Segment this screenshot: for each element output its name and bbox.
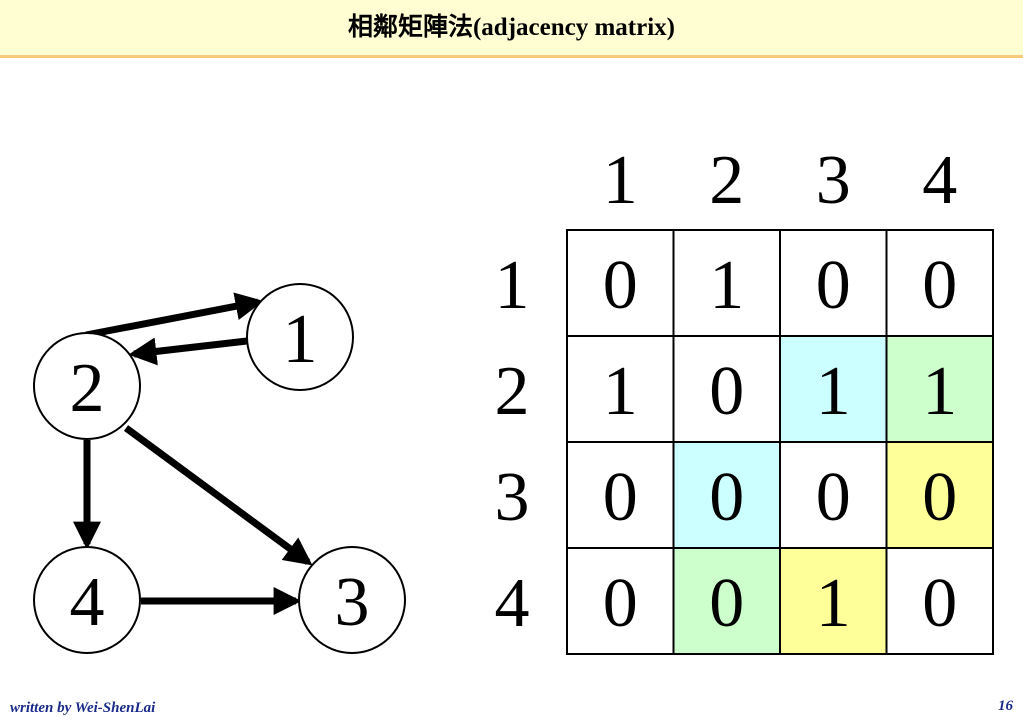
matrix-cell-r4-c4: 0 — [885, 547, 994, 655]
cell-value: 1 — [922, 353, 957, 430]
cell-background — [885, 229, 994, 337]
edge-2-to-1 — [85, 292, 264, 339]
graph-node-3: 3 — [298, 546, 406, 654]
cell-value: 0 — [816, 247, 851, 324]
column-label-4: 4 — [922, 142, 957, 219]
graph-edges — [73, 292, 313, 615]
column-label-3: 3 — [816, 142, 851, 219]
cell-value: 0 — [709, 565, 744, 642]
column-label-2: 2 — [709, 142, 744, 219]
cell-value: 0 — [922, 247, 957, 324]
cell-value: 0 — [922, 459, 957, 536]
graph-node-1: 1 — [246, 283, 354, 391]
cell-background — [885, 335, 994, 443]
edge-2-to-3 — [123, 425, 313, 566]
node-circle — [33, 332, 141, 440]
cell-background — [672, 229, 781, 337]
cell-background — [672, 547, 781, 655]
matrix-cell-r3-c3: 0 — [779, 441, 888, 549]
matrix-cell-r4-c3: 1 — [779, 547, 888, 655]
cell-value: 0 — [709, 459, 744, 536]
cell-background — [779, 441, 888, 549]
cell-value: 0 — [922, 565, 957, 642]
column-label-1: 1 — [603, 142, 638, 219]
matrix-cell-r3-c1: 0 — [566, 441, 675, 549]
cell-background — [672, 335, 781, 443]
cell-value: 1 — [816, 565, 851, 642]
matrix-row-labels: 1 2 3 4 — [495, 247, 530, 642]
page-number: 16 — [998, 698, 1013, 714]
cell-background — [885, 547, 994, 655]
node-label: 4 — [70, 564, 105, 641]
matrix-cell-r4-c1: 0 — [566, 547, 675, 655]
cell-background — [566, 547, 675, 655]
footer-author: written by Wei-ShenLai — [10, 700, 156, 716]
cell-background — [779, 547, 888, 655]
cell-value: 0 — [816, 459, 851, 536]
matrix-cell-r2-c3: 1 — [779, 335, 888, 443]
matrix-cell-r3-c4: 0 — [885, 441, 994, 549]
slide-title: 相鄰矩陣法(adjacency matrix) — [347, 14, 675, 41]
edge-1-to-2 — [128, 337, 248, 366]
row-label-2: 2 — [495, 353, 530, 430]
row-label-4: 4 — [495, 565, 530, 642]
cell-background — [672, 441, 781, 549]
node-label: 2 — [70, 350, 105, 427]
cell-value: 1 — [603, 353, 638, 430]
matrix-cell-r3-c2: 0 — [672, 441, 781, 549]
matrix-cell-r1-c1: 0 — [566, 229, 675, 337]
cell-background — [566, 441, 675, 549]
matrix-cell-r1-c4: 0 — [885, 229, 994, 337]
title-bar: 相鄰矩陣法(adjacency matrix) — [0, 0, 1023, 58]
cell-value: 0 — [603, 247, 638, 324]
cell-value: 0 — [709, 353, 744, 430]
cell-value: 0 — [603, 459, 638, 536]
node-circle — [33, 546, 141, 654]
node-circle — [298, 546, 406, 654]
matrix-cell-r2-c4: 1 — [885, 335, 994, 443]
cell-value: 1 — [816, 353, 851, 430]
cell-value: 0 — [603, 565, 638, 642]
row-label-3: 3 — [495, 459, 530, 536]
matrix-cell-r1-c3: 0 — [779, 229, 888, 337]
matrix-cell-r2-c2: 0 — [672, 335, 781, 443]
node-label: 1 — [283, 301, 318, 378]
graph-nodes: 1 2 3 4 — [33, 283, 406, 654]
row-label-1: 1 — [495, 247, 530, 324]
cell-value: 1 — [709, 247, 744, 324]
node-circle — [246, 283, 354, 391]
matrix-cell-r4-c2: 0 — [672, 547, 781, 655]
node-label: 3 — [335, 564, 370, 641]
graph-node-2: 2 — [33, 332, 141, 440]
cell-background — [885, 441, 994, 549]
matrix-cell-r2-c1: 1 — [566, 335, 675, 443]
graph-node-4: 4 — [33, 546, 141, 654]
matrix-cell-r1-c2: 1 — [672, 229, 781, 337]
